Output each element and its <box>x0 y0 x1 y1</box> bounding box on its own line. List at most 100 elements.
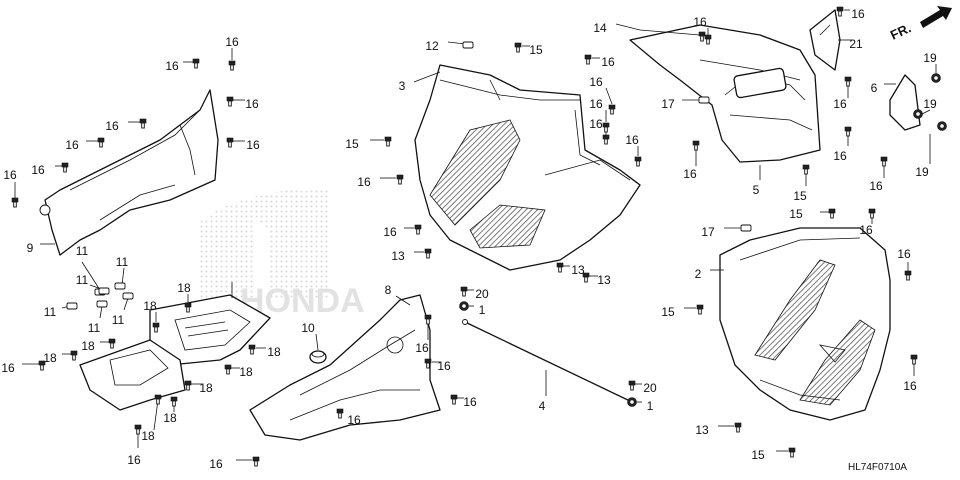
clip-icon <box>462 41 474 49</box>
bolt-icon <box>602 122 610 133</box>
part-number-label: 16 <box>625 133 639 147</box>
part-21-bracket <box>809 9 841 71</box>
bolt-icon <box>11 197 19 208</box>
bolt-icon <box>602 134 610 145</box>
part-number-label: 15 <box>529 43 543 57</box>
part-number-label: 19 <box>923 97 937 111</box>
bolt-icon <box>424 314 432 325</box>
bolt-icon <box>139 118 147 129</box>
part-number-label: 11 <box>116 255 129 269</box>
part-number-label: 1 <box>479 303 486 317</box>
part-number-label: 16 <box>589 75 603 89</box>
part-number-label: 16 <box>347 413 361 427</box>
bolt-icon <box>226 137 234 148</box>
bolt-icon <box>556 262 564 273</box>
bolt-icon <box>228 60 236 71</box>
part-number-label: 15 <box>345 137 359 151</box>
bolt-icon <box>396 174 404 185</box>
bolt-icon <box>904 270 912 281</box>
part-number-label: 15 <box>751 448 765 462</box>
part-number-label: 15 <box>789 207 803 221</box>
part-number-label: 16 <box>415 341 429 355</box>
part-number-label: 11 <box>112 313 125 327</box>
leader-line <box>413 71 441 83</box>
part-number-label: 21 <box>849 37 863 51</box>
bolt-icon <box>460 286 468 297</box>
part-number-label: 19 <box>915 165 929 179</box>
hardware-fasteners <box>11 6 947 467</box>
part-number-label: 20 <box>643 381 657 395</box>
part-number-label: 18 <box>199 381 213 395</box>
bolt-icon <box>252 456 260 467</box>
part-number-label: 8 <box>385 283 392 297</box>
part-7-center-console <box>79 294 271 411</box>
part-number-label: 15 <box>793 189 807 203</box>
bolt-icon <box>844 126 852 137</box>
leader-line <box>315 333 319 351</box>
bolt-icon <box>61 162 69 173</box>
part-number-label: 18 <box>43 351 57 365</box>
part-number-label: 16 <box>897 247 911 261</box>
washer-icon <box>937 121 947 131</box>
part-number-label: 4 <box>539 399 546 413</box>
part-number-label: 16 <box>245 97 259 111</box>
bolt-icon <box>696 304 704 315</box>
part-number-label: 18 <box>143 299 157 313</box>
bolt-icon <box>170 396 178 407</box>
part-number-label: 16 <box>683 167 697 181</box>
part-number-label: 2 <box>695 267 702 281</box>
part-number-label: 3 <box>399 79 406 93</box>
leader-line <box>123 297 129 311</box>
part-number-label: 15 <box>661 305 675 319</box>
front-direction-label: FR. <box>888 20 913 42</box>
part-9-left-panel <box>39 89 219 256</box>
part-8-lower-panel <box>249 294 441 441</box>
part-number-label: 11 <box>88 321 101 335</box>
bolt-icon <box>450 394 458 405</box>
clip-icon <box>96 300 108 308</box>
bolt-icon <box>152 322 160 333</box>
bolt-icon <box>734 422 742 433</box>
part-number-label: 11 <box>76 273 89 287</box>
part-number-label: 18 <box>239 365 253 379</box>
bolt-icon <box>628 380 636 391</box>
bolt-icon <box>97 137 105 148</box>
part-number-label: 18 <box>267 345 281 359</box>
part-6-bracket <box>889 74 921 131</box>
bolt-icon <box>582 272 590 283</box>
part-number-label: 16 <box>851 7 865 21</box>
part-number-label: 16 <box>589 97 603 111</box>
part-number-label: 16 <box>903 379 917 393</box>
bolt-icon <box>70 350 78 361</box>
bolt-icon <box>184 302 192 313</box>
bolt-icon <box>226 96 234 107</box>
washer-icon <box>627 397 637 407</box>
washer-icon <box>913 109 923 119</box>
bolt-icon <box>192 58 200 69</box>
washer-icon <box>931 73 941 83</box>
drawing-code: HL74F0710A <box>848 462 907 473</box>
part-number-label: 16 <box>209 457 223 471</box>
bolt-icon <box>224 364 232 375</box>
clip-icon <box>98 287 110 295</box>
part-number-label: 19 <box>923 51 937 65</box>
bolt-icon <box>424 358 432 369</box>
leader-line <box>81 261 101 291</box>
part-number-label: 13 <box>571 263 585 277</box>
bolt-icon <box>836 6 844 17</box>
bolt-icon <box>248 344 256 355</box>
bolt-icon <box>384 136 392 147</box>
clip-icon <box>698 96 710 104</box>
bolt-icon <box>134 424 142 435</box>
leader-line <box>395 295 411 306</box>
part-number-label: 13 <box>597 273 611 287</box>
bolt-icon <box>698 31 706 42</box>
part-number-label: 18 <box>177 281 191 295</box>
leader-line <box>921 109 931 115</box>
part-number-label: 11 <box>76 244 89 258</box>
leader-line <box>99 305 103 319</box>
leader-line <box>615 23 701 36</box>
part-3-left-fender <box>414 64 641 271</box>
part-number-label: 16 <box>589 117 603 131</box>
part-2-right-fender <box>719 227 891 421</box>
